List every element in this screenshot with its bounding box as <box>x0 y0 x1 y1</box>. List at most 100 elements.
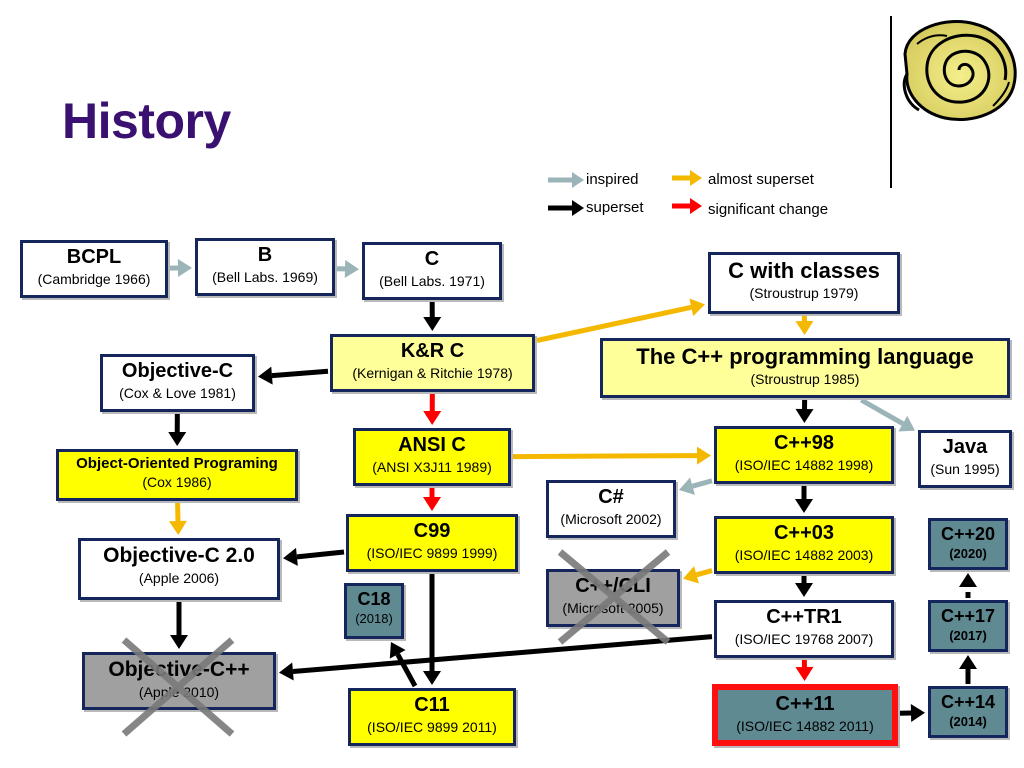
arrow-c_with_classes-to-cpp_lang <box>795 315 814 335</box>
node-cpp17: C++17 (2017) <box>928 600 1008 652</box>
node-ansi-c: ANSI C (ANSI X3J11 1989) <box>353 428 511 486</box>
node-objc2-name: Objective-C 2.0 <box>103 544 255 567</box>
node-cpp03-sub: (ISO/IEC 14882 2003) <box>734 547 874 563</box>
node-java-sub: (Sun 1995) <box>930 461 1000 477</box>
node-cpp20-name: C++20 <box>940 524 996 544</box>
node-oop-name: Object-Oriented Programing <box>76 455 278 472</box>
node-objective-c-2: Objective-C 2.0 (Apple 2006) <box>78 538 280 600</box>
node-c18-sub: (2018) <box>355 610 393 626</box>
node-c-with-classes: C with classes (Stroustrup 1979) <box>708 252 900 314</box>
node-cpptr1-name: C++TR1 <box>766 606 842 628</box>
arrow-cpp14-to-cpp17 <box>959 655 977 684</box>
arrow-kr_c-to-c_with_classes <box>536 298 705 343</box>
node-c11-sub: (ISO/IEC 9899 2011) <box>367 719 497 735</box>
node-csharp-sub: (Microsoft 2002) <box>560 511 662 527</box>
node-c11-name: C11 <box>414 694 450 716</box>
legend-inspired-label: inspired <box>586 171 639 188</box>
node-c18: C18 (2018) <box>344 583 404 639</box>
node-bcpl-name: BCPL <box>66 246 122 268</box>
arrow-objc2-to-objcpp <box>170 602 188 649</box>
node-cpp-lang-sub: (Stroustrup 1985) <box>750 371 860 388</box>
node-cpp11-sub: (ISO/IEC 14882 2011) <box>736 718 874 734</box>
arrow-objc-to-oop <box>168 413 187 446</box>
arrow-bcpl-to-b <box>169 259 192 278</box>
arrow-c99-to-c11 <box>423 574 441 685</box>
arrow-cpp17-to-cpp20 <box>959 573 977 598</box>
arrow-c99-to-objc2 <box>283 547 345 566</box>
node-objcpp-sub: (Apple 2010) <box>138 684 220 701</box>
arrow-cpp03-to-cpptr1 <box>795 576 813 597</box>
node-c: C (Bell Labs. 1971) <box>362 242 502 300</box>
arrow-kr_c-to-ansi_c <box>423 393 442 425</box>
node-b-sub: (Bell Labs. 1969) <box>212 269 318 285</box>
arrow-cpp_lang-to-cpp98 <box>795 399 814 423</box>
node-cpp17-name: C++17 <box>940 606 996 626</box>
arrow-c11-to-c18 <box>389 642 418 688</box>
node-cpp14-name: C++14 <box>940 692 996 712</box>
node-ansi-c-name: ANSI C <box>398 434 466 456</box>
node-objc-sub: (Cox & Love 1981) <box>119 385 236 401</box>
vertical-divider <box>890 16 892 188</box>
legend-superset-label: superset <box>586 199 644 216</box>
node-cpp14: C++14 (2014) <box>928 686 1008 738</box>
scroll-logo-icon <box>902 20 1017 121</box>
node-cpp98-sub: (ISO/IEC 14882 1998) <box>734 457 874 473</box>
node-cppcli-name: C++/CLI <box>575 575 651 597</box>
node-object-oriented-programing: Object-Oriented Programing (Cox 1986) <box>56 449 298 501</box>
arrow-ansi_c-to-c99 <box>423 488 441 511</box>
legend-almost-superset-label: almost superset <box>708 171 814 188</box>
node-b: B (Bell Labs. 1969) <box>195 238 335 296</box>
node-java-name: Java <box>942 436 988 458</box>
node-cpp03-name: C++03 <box>773 522 835 544</box>
node-c18-name: C18 <box>357 589 391 609</box>
node-c-sub: (Bell Labs. 1971) <box>379 273 485 289</box>
arrow-kr_c-to-objc <box>258 366 329 385</box>
node-cpp20: C++20 (2020) <box>928 518 1008 570</box>
node-cpp20-sub: (2020) <box>949 545 987 561</box>
node-objective-c: Objective-C (Cox & Love 1981) <box>100 354 255 412</box>
node-cpp98-name: C++98 <box>773 432 835 454</box>
node-cpp14-sub: (2014) <box>949 713 987 729</box>
node-c99-name: C99 <box>413 520 451 542</box>
node-cpp-lang-name: The C++ programming language <box>636 344 974 369</box>
node-objective-cpp: Objective-C++ (Apple 2010) <box>82 652 276 710</box>
node-cpp03: C++03 (ISO/IEC 14882 2003) <box>714 516 894 574</box>
arrow-cpptr1-to-objcpp <box>279 634 713 681</box>
arrow-cpp98-to-csharp <box>679 477 713 495</box>
node-c99: C99 (ISO/IEC 9899 1999) <box>346 514 518 572</box>
legend-superset-arrow-icon <box>548 200 584 216</box>
node-c99-sub: (ISO/IEC 9899 1999) <box>366 545 498 561</box>
node-cpp98: C++98 (ISO/IEC 14882 1998) <box>714 426 894 484</box>
legend-significant-change-label: significant change <box>708 201 829 218</box>
node-b-name: B <box>257 244 273 266</box>
arrow-cpp11-to-cpp14 <box>899 704 925 723</box>
legend-almost-superset-arrow-icon <box>672 170 702 186</box>
arrow-ansi_c-to-cpp98 <box>512 446 711 465</box>
node-c11: C11 (ISO/IEC 9899 2011) <box>348 688 516 746</box>
legend-inspired-arrow-icon <box>548 172 584 188</box>
arrow-b-to-c <box>336 259 359 278</box>
node-cpp11-name: C++11 <box>775 693 835 715</box>
node-java: Java (Sun 1995) <box>918 430 1012 488</box>
node-cpp-cli: C++/CLI (Microsoft 2005) <box>546 569 680 627</box>
node-objc2-sub: (Apple 2006) <box>138 570 220 587</box>
node-bcpl: BCPL (Cambridge 1966) <box>20 240 168 298</box>
node-bcpl-sub: (Cambridge 1966) <box>37 271 151 287</box>
node-cpp11: C++11 (ISO/IEC 14882 2011) <box>712 684 898 746</box>
node-csharp-name: C# <box>598 486 624 508</box>
node-csharp: C# (Microsoft 2002) <box>546 480 676 538</box>
node-cpp-tr1: C++TR1 (ISO/IEC 19768 2007) <box>714 600 894 658</box>
arrow-cpp98-to-cpp03 <box>795 486 813 513</box>
node-objc-name: Objective-C <box>121 360 234 382</box>
arrow-cpp03-to-cppcli <box>683 566 713 584</box>
node-c-name: C <box>424 248 440 270</box>
arrow-cpptr1-to-cpp11 <box>795 659 814 681</box>
legend-significant-change-arrow-icon <box>672 198 702 214</box>
arrow-oop-to-objc2 <box>168 502 187 535</box>
node-c-with-classes-name: C with classes <box>728 258 880 283</box>
node-c-with-classes-sub: (Stroustrup 1979) <box>749 285 859 302</box>
node-oop-sub: (Cox 1986) <box>142 474 212 491</box>
node-kr-c-name: K&R C <box>400 340 465 362</box>
arrow-c-to-kr_c <box>423 301 442 331</box>
node-cpp-programming-language: The C++ programming language (Stroustrup… <box>600 338 1010 398</box>
